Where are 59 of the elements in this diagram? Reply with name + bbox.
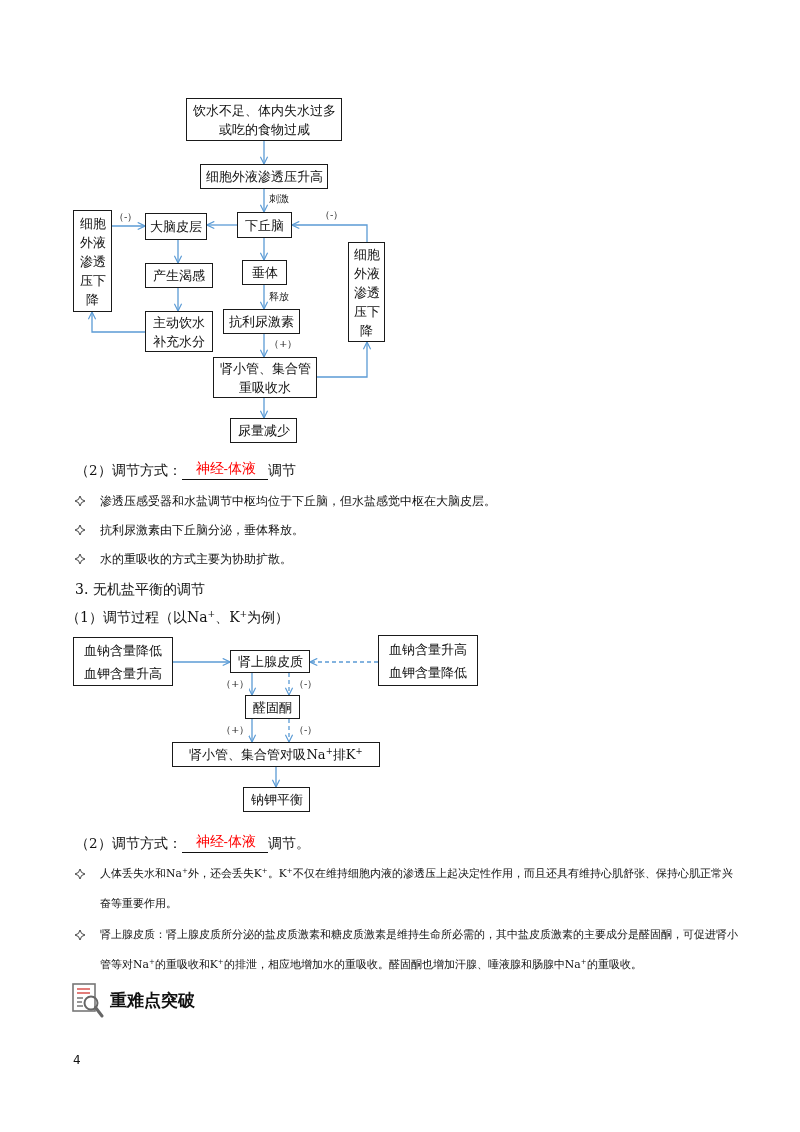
- flow-box: 钠钾平衡: [243, 787, 310, 812]
- note-text: 抗利尿激素由下丘脑分泌，垂体释放。: [100, 522, 304, 538]
- section-heading: 3. 无机盐平衡的调节: [75, 580, 205, 599]
- flow-box: 细胞外液渗透压升高: [200, 164, 328, 189]
- subsection-heading: （1）调节过程（以Na$^{+}$、K$^{+}$为例）: [66, 608, 290, 627]
- flow-box: 产生渴感: [145, 263, 213, 288]
- flow-box: 抗利尿激素: [223, 309, 300, 334]
- fill-in-line: 神经-体液: [181, 459, 269, 480]
- condition-text: 血钠含量降低: [84, 641, 162, 660]
- note-text: 肾上腺皮质：肾上腺皮质所分泌的盐皮质激素和糖皮质激素是维持生命所必需的，其中盐皮质激素的主要成分是醛固酮，可促进肾小管等对Na$^{+}$的重吸收和K$^{+}$的排泄，相应地增加水的重吸收。醛固酮也增加汗腺、唾液腺和肠腺中Na$^{+}$的重吸收。: [100, 927, 739, 973]
- arrow: [173, 287, 183, 312]
- fill-in-line: 神经-体液: [181, 832, 269, 853]
- flow-box: 醛固酮: [245, 695, 300, 719]
- flow-box: 肾小管、集合管重吸收水: [213, 357, 317, 398]
- arrow: [291, 220, 368, 243]
- note-text: 人体丢失水和Na$^{+}$外，还会丢失K$^{+}$。K$^{+}$不仅在维持细胞内液的渗透压上起决定性作用，而且还具有维持心肌舒张、保持心肌正常兴奋等重要作用。: [100, 865, 734, 912]
- flow-box: [378, 635, 478, 686]
- arrow: [259, 284, 269, 310]
- edge-label: 刺激: [269, 192, 289, 205]
- dashed-arrow: [284, 718, 294, 743]
- prompt-text: （2）调节方式：: [75, 834, 182, 853]
- arrow: [173, 239, 183, 264]
- arrow: [316, 341, 372, 378]
- edge-label: 释放: [269, 290, 289, 303]
- flow-box: 大脑皮层: [145, 213, 207, 240]
- prompt-text: （2）调节方式：: [75, 461, 182, 480]
- flow-box: 饮水不足、体内失水过多或吃的食物过咸: [186, 98, 342, 141]
- arrow: [259, 188, 269, 213]
- note-text: 水的重吸收的方式主要为协助扩散。: [100, 551, 292, 567]
- flow-box: 尿量减少: [230, 418, 297, 443]
- flow-box: 肾小管、集合管对吸Na$^{+}$排K$^{+}$: [172, 742, 380, 767]
- condition-text: 血钾含量升高: [84, 664, 162, 683]
- suffix-text: 调节。: [268, 834, 311, 853]
- section-heading: 重难点突破: [110, 989, 195, 1012]
- flow-box: [73, 637, 173, 686]
- arrow: [259, 237, 269, 261]
- note-text: 渗透压感受器和水盐调节中枢均位于下丘脑，但水盐感觉中枢在大脑皮层。: [100, 493, 496, 509]
- suffix-text: 调节: [268, 461, 297, 480]
- arrow: [259, 397, 269, 419]
- condition-text: 血钠含量升高: [389, 640, 467, 659]
- flow-box: 下丘脑: [237, 212, 292, 238]
- arrow: [111, 221, 146, 231]
- arrow: [172, 657, 231, 667]
- page-number: 4: [73, 1052, 81, 1068]
- arrow: [87, 311, 146, 333]
- arrow: [259, 140, 269, 165]
- arrow: [247, 718, 257, 743]
- condition-text: 血钾含量降低: [389, 663, 467, 682]
- arrow: [247, 672, 257, 696]
- arrow: [271, 766, 281, 788]
- flow-box: 细胞外液渗透压下降: [73, 210, 112, 312]
- flow-box: 垂体: [242, 260, 287, 285]
- flow-box: 主动饮水补充水分: [145, 311, 213, 352]
- flow-box: 肾上腺皮质: [230, 650, 310, 673]
- dashed-arrow: [284, 672, 294, 696]
- flow-box: 细胞外液渗透压下降: [348, 242, 385, 342]
- arrow: [206, 220, 238, 230]
- dashed-arrow: [309, 657, 379, 667]
- arrow: [259, 333, 269, 358]
